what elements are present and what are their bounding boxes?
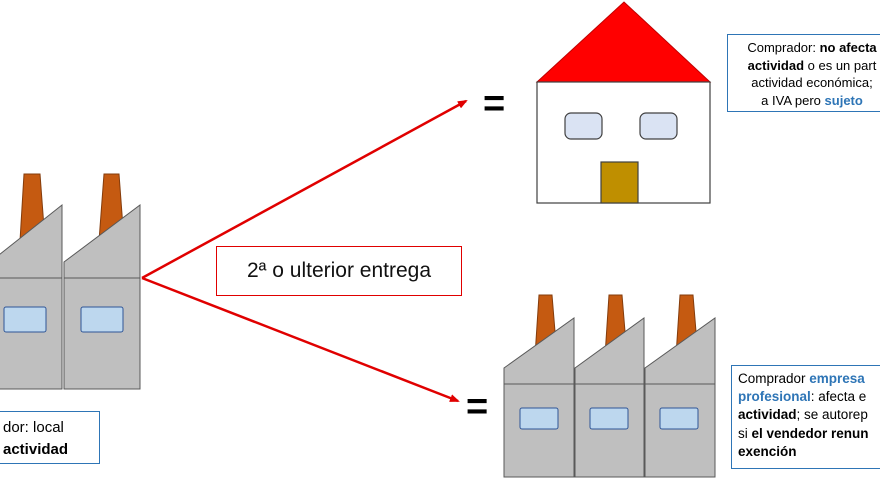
- label-line: actividad o es un part: [734, 57, 880, 75]
- factory-window: [589, 407, 629, 430]
- text-run: si: [738, 425, 752, 441]
- seller-label-line: dor: local: [3, 419, 64, 436]
- text-run: el vendedor renun: [751, 425, 869, 441]
- text-run: profesional: [738, 389, 811, 405]
- factory-window: [519, 407, 559, 430]
- label-line: Comprador empresa: [738, 370, 880, 388]
- house: [535, 1, 712, 204]
- equals-sign-top: =: [483, 83, 506, 125]
- label-line: a IVA pero sujeto: [734, 92, 880, 110]
- factory-unit: [503, 383, 575, 478]
- label-line: si el vendedor renun: [738, 425, 880, 443]
- arrow-to-factory: [141, 276, 460, 403]
- equals-sign-bottom: =: [466, 386, 489, 428]
- label-line: actividad económica;: [751, 75, 873, 91]
- label-line: Comprador: no afecta: [734, 39, 880, 57]
- house-roof: [535, 1, 712, 83]
- seller-label: dor: local actividad: [0, 411, 100, 464]
- seller-label-line: actividad: [3, 440, 69, 458]
- text-run: Comprador: [738, 371, 810, 386]
- text-run: a IVA pero: [761, 92, 825, 108]
- house-window: [564, 112, 603, 140]
- arrow-to-house: [141, 99, 468, 280]
- text-run: ; se autorep: [796, 407, 868, 423]
- text-run: sujeto: [824, 92, 863, 108]
- house-window: [639, 112, 678, 140]
- factory-window: [80, 306, 124, 333]
- private-buyer-label: Comprador: no afecta actividad o es un p…: [727, 34, 880, 112]
- factory-unit: [63, 277, 141, 390]
- delivery-label: 2ª o ulterior entrega: [216, 246, 462, 296]
- text-run: no afecta: [819, 40, 877, 55]
- text-run: o es un part: [804, 57, 877, 73]
- text-run: actividad: [738, 407, 797, 423]
- text-run: : afecta e: [810, 389, 867, 405]
- factory-unit: [0, 277, 63, 390]
- factory-window: [3, 306, 47, 333]
- house-door: [600, 161, 639, 204]
- text-run: Comprador:: [747, 40, 820, 55]
- label-line: exención: [738, 443, 797, 459]
- business-buyer-label: Comprador empresa profesional: afecta e …: [731, 365, 880, 469]
- label-line: profesional: afecta e: [738, 388, 880, 406]
- text-run: empresa: [809, 371, 865, 386]
- buyer-factory: [503, 294, 716, 478]
- factory-unit: [574, 383, 645, 478]
- factory-window: [659, 407, 699, 430]
- text-run: actividad: [747, 57, 805, 73]
- label-line: actividad; se autorep: [738, 406, 880, 424]
- factory-unit: [644, 383, 716, 478]
- seller-factory: [0, 173, 141, 390]
